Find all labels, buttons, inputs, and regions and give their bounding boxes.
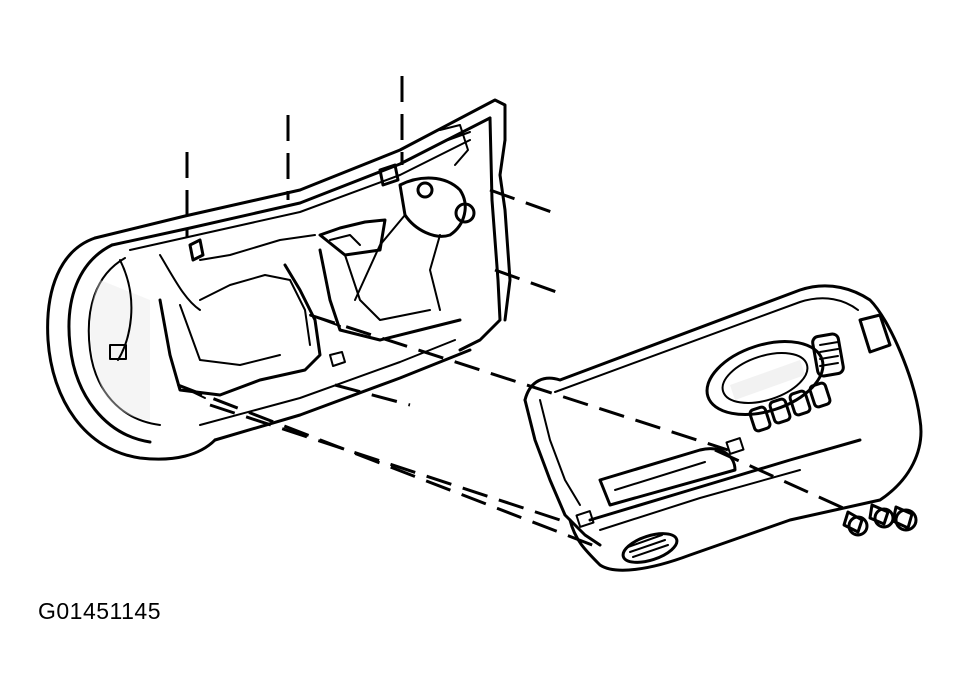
- screw-right: [891, 505, 918, 532]
- switch-bank: [748, 381, 832, 433]
- screw-left: [842, 510, 869, 537]
- figure-code: G01451145: [38, 598, 162, 624]
- lower-grille: [621, 532, 679, 564]
- door-shell: [46, 98, 512, 461]
- screw-middle: [868, 503, 895, 529]
- door-trim-panel: [523, 284, 923, 572]
- alignment-lines: [177, 76, 853, 550]
- trim-screws: [842, 503, 918, 537]
